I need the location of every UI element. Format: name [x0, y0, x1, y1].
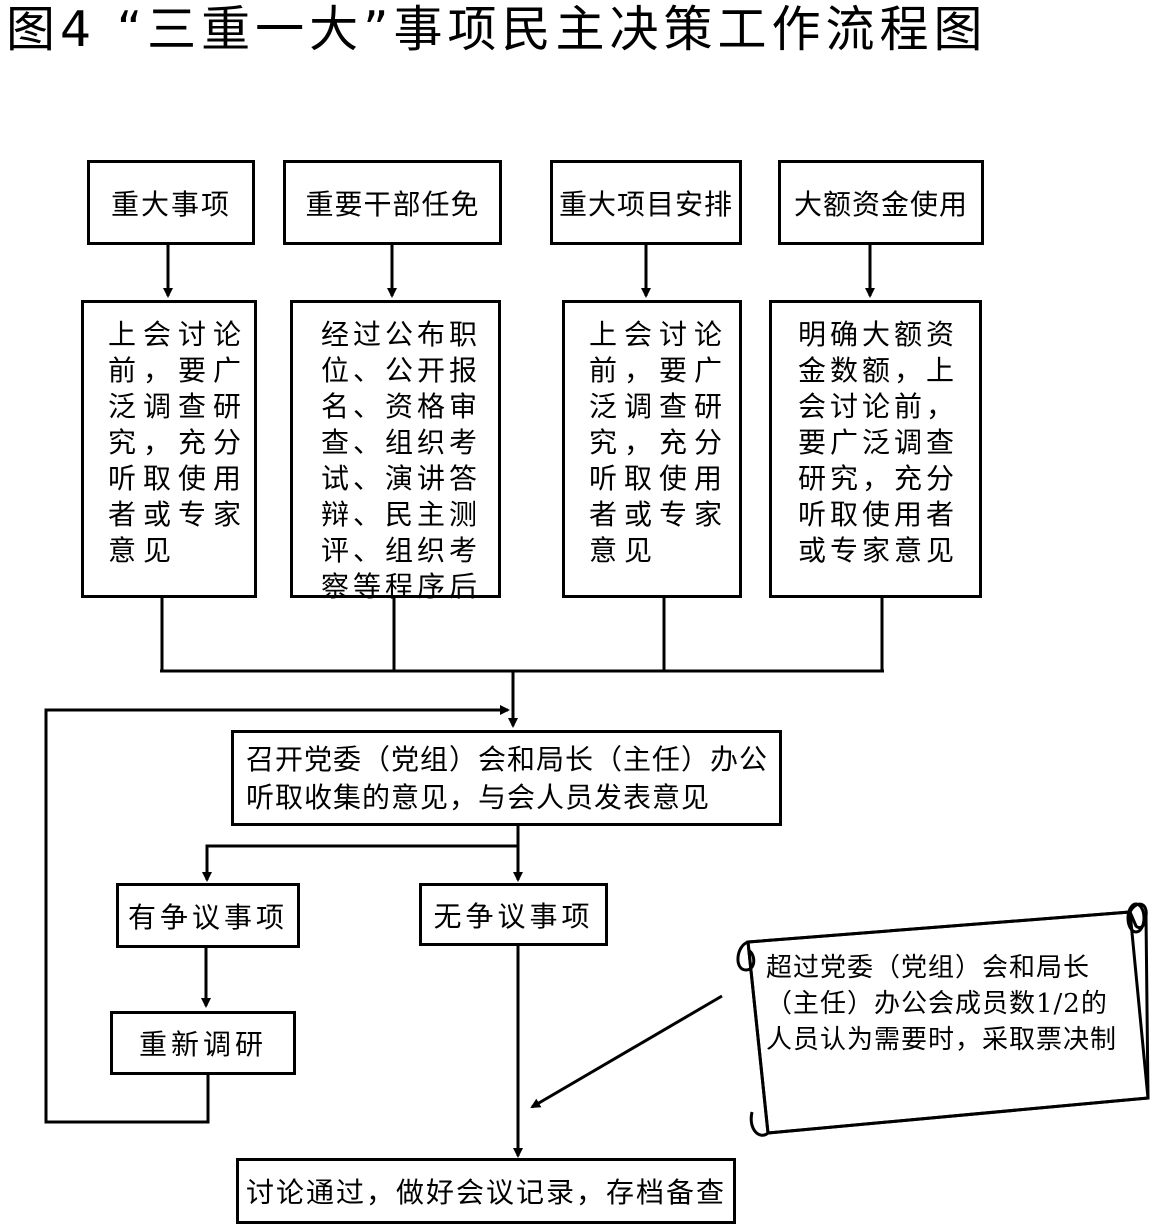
undisputed-matters-box: 无争议事项 [419, 883, 608, 946]
category-label: 重大项目安排 [558, 187, 733, 221]
undisputed-label: 无争议事项 [433, 899, 594, 933]
category-label: 大额资金使用 [793, 187, 968, 221]
diagram-title: 图4 “三重一大”事项民主决策工作流程图 [6, 1, 988, 58]
final-label: 讨论通过，做好会议记录，存档备查 [245, 1176, 726, 1209]
voting-rule-note: 超过党委（党组）会和局长（主任）办公会成员数1/2的人员认为需要时，采取票决制 [766, 953, 1118, 1055]
description-box-4: 明确大额资 金数额，上 会讨论前， 要广泛调查 研究，充分 听取使用者 或专家意… [769, 300, 982, 598]
loop-back-line [44, 705, 510, 1124]
arrow-note-to-flow [530, 994, 723, 1109]
disputed-matters-box: 有争议事项 [116, 883, 300, 948]
category-box-major-projects: 重大项目安排 [550, 160, 742, 245]
meeting-box: 召开党委（党组）会和局长（主任）办公听取收集的意见，与会人员发表意见 [231, 730, 782, 826]
split-to-disputed [202, 844, 518, 882]
final-box: 讨论通过，做好会议记录，存档备查 [236, 1158, 736, 1224]
reinvestigate-box: 重新调研 [110, 1011, 296, 1075]
category-box-major-matters: 重大事项 [87, 160, 255, 245]
scroll-shape [736, 902, 1150, 1137]
category-label: 重大事项 [110, 187, 231, 221]
description-box-1: 上会讨论 前，要广 泛调查研 究，充分 听取使用 者或专家 意见 [81, 300, 257, 598]
category-box-cadre-appointment: 重要干部任免 [283, 160, 502, 245]
category-label: 重要干部任免 [305, 187, 480, 221]
description-box-2: 经过公布职 位、公开报 名、资格审 查、组织考 试、演讲答 辩、民主测 评、组织… [290, 300, 501, 603]
disputed-label: 有争议事项 [127, 900, 288, 934]
reinvestigate-label: 重新调研 [138, 1028, 267, 1061]
description-box-3: 上会讨论 前，要广 泛调查研 究，充分 听取使用 者或专家 意见 [562, 300, 742, 598]
category-box-large-funds: 大额资金使用 [778, 160, 984, 245]
